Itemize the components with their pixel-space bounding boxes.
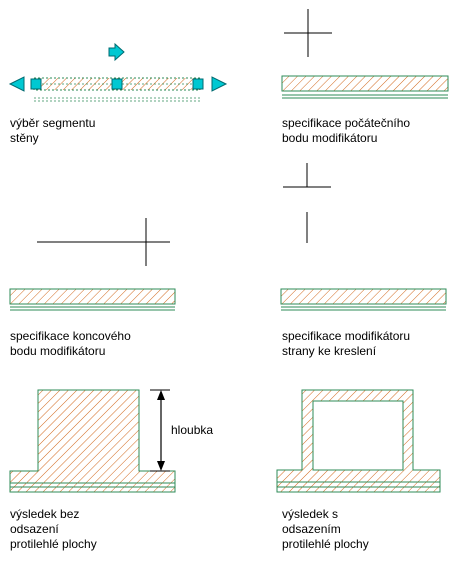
caption-start-point: specifikace počátečního bodu modifikátor… [282, 116, 411, 145]
arrow-right-icon[interactable] [108, 42, 125, 62]
caption-with-offset: výsledek s odsazením protilehlé plochy [282, 507, 369, 551]
triangle-arrow-icon[interactable] [211, 76, 228, 92]
panel-result-with-offset [276, 389, 441, 493]
depth-dimension [150, 389, 170, 472]
square-grip-icon[interactable] [111, 78, 123, 90]
panel-draw-side [280, 163, 447, 311]
depth-label: hloubka [171, 423, 214, 437]
panel-start-point [281, 9, 449, 99]
wall-segment [9, 482, 176, 493]
wall-segment [9, 288, 176, 311]
wall-with-modifier-solid [9, 389, 176, 484]
panel-select-segment [8, 42, 228, 102]
caption-no-offset: výsledek bez odsazení protilehlé plochy [10, 507, 97, 551]
caption-select-segment: výběr segmentu stěny [10, 116, 96, 145]
triangle-arrow-icon[interactable] [8, 76, 25, 92]
panel-result-no-offset [9, 389, 176, 493]
crosshair-icon [284, 9, 332, 57]
wall-segment [280, 288, 447, 311]
panel-end-point [9, 218, 176, 311]
square-grip-icon[interactable] [192, 78, 204, 90]
caption-draw-side: specifikace modifikátoru strany ke kresl… [282, 329, 411, 358]
crosshair-icon [122, 218, 170, 266]
wall-segment [276, 481, 441, 493]
modifier-corner [283, 163, 331, 188]
wall-segment [281, 75, 449, 99]
caption-end-point: specifikace koncového bodu modifikátoru [10, 329, 131, 358]
wall-with-modifier-hollow [276, 389, 441, 483]
square-grip-icon[interactable] [30, 78, 42, 90]
